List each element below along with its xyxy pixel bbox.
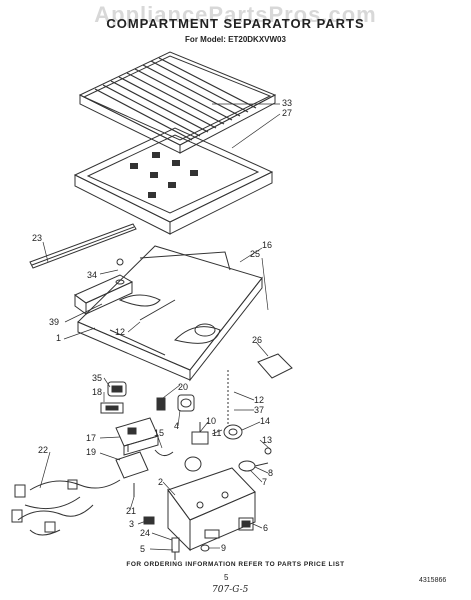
thermistor-8 (238, 460, 269, 472)
callout-35: 35 (92, 373, 102, 383)
callout-2: 2 (158, 477, 163, 487)
callout-11: 11 (212, 428, 221, 438)
callout-labels: 33 27 23 16 25 34 39 1 12 26 35 18 20 12… (32, 98, 292, 554)
clip-part-20 (156, 397, 166, 411)
callout-27: 27 (282, 108, 292, 118)
insulation-block (257, 353, 293, 379)
handwritten-note: 707-G-5 (212, 585, 249, 595)
callout-4: 4 (174, 421, 179, 431)
callout-20: 20 (178, 382, 188, 392)
watermark-logo: AppliancePartsPros.com (94, 2, 377, 27)
callout-26: 26 (252, 335, 262, 345)
callout-7: 7 (262, 477, 267, 487)
callout-6: 6 (263, 523, 268, 533)
page-number: 5 (224, 573, 229, 582)
callout-8: 8 (268, 468, 273, 478)
screw-13 (264, 447, 272, 455)
model-subtitle: For Model: ET20DKXVW03 (185, 35, 286, 44)
thermostat-bracket (100, 402, 124, 414)
callout-15: 15 (154, 428, 164, 438)
callout-22: 22 (38, 445, 48, 455)
callout-24: 24 (140, 528, 150, 538)
callout-3: 3 (129, 519, 134, 529)
wire-harness (11, 479, 121, 536)
control-housing (115, 417, 159, 456)
callout-34: 34 (87, 270, 97, 280)
tube-15 (154, 449, 174, 456)
ordering-note: FOR ORDERING INFORMATION REFER TO PARTS … (126, 561, 345, 568)
document-number: 4315866 (419, 577, 447, 584)
callout-14: 14 (260, 416, 270, 426)
thermostat-knob (107, 381, 127, 397)
separator-pan (77, 245, 263, 382)
callout-5: 5 (140, 544, 145, 554)
callout-17: 17 (86, 433, 96, 443)
screw-5 (171, 537, 180, 560)
bulb (184, 456, 202, 472)
grommet-9 (200, 544, 210, 552)
switch-part (115, 444, 149, 479)
control-box (167, 467, 256, 552)
damper-14 (223, 424, 243, 440)
callout-21: 21 (126, 506, 136, 516)
callout-25: 25 (250, 249, 260, 259)
callout-19: 19 (86, 447, 96, 457)
callout-10: 10 (206, 416, 216, 426)
leader-lines (39, 103, 281, 551)
diagram-title: COMPARTMENT SEPARATOR PARTS (106, 16, 365, 31)
callout-37: 37 (254, 405, 264, 415)
separator-frame (73, 127, 274, 235)
callout-33: 33 (282, 98, 292, 108)
dial-assembly (177, 394, 195, 412)
callout-39: 39 (49, 317, 59, 327)
callout-1: 1 (56, 333, 61, 343)
callout-12a: 12 (115, 327, 125, 337)
callout-13: 13 (262, 435, 272, 445)
clip-3 (143, 516, 155, 525)
callout-18: 18 (92, 387, 102, 397)
callout-23: 23 (32, 233, 42, 243)
callout-9: 9 (221, 543, 226, 553)
shelf-grille (78, 51, 277, 154)
callout-16: 16 (262, 240, 272, 250)
trim-strip (29, 223, 137, 269)
bracket-assembly (74, 258, 134, 315)
callout-12b: 12 (254, 395, 264, 405)
